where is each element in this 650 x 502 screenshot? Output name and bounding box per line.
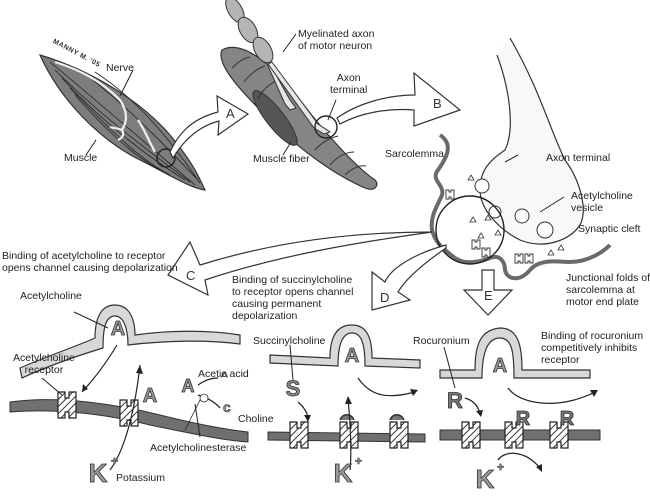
fiber-nucleus <box>252 90 298 146</box>
nerve-membrane-d <box>269 324 421 369</box>
roc-glyph-bound-2: R <box>560 408 575 430</box>
ach-glyph-e: A <box>493 355 507 377</box>
muscle-striations <box>49 61 201 186</box>
label-sarcolemma: Sarcolemma <box>385 148 444 160</box>
nerve-membrane-e <box>439 327 591 379</box>
leader-muscle <box>85 139 97 156</box>
ach-glyph-terminal: A <box>111 318 125 340</box>
myelinated-axon <box>225 0 274 64</box>
label-muscle: Muscle <box>64 152 98 164</box>
nerve-membrane-c <box>19 304 241 379</box>
arrow-label-b: B <box>433 96 442 111</box>
synapse-illustration <box>429 37 612 281</box>
nmj-highlight-circle-1 <box>156 148 176 168</box>
nmj-highlight-circle-2 <box>314 115 338 139</box>
label-junctional-folds: Junctional folds of sarcolemma at motor … <box>566 272 650 308</box>
label-axon-terminal: Axon terminal <box>546 152 611 164</box>
arrow-b <box>336 71 462 127</box>
ach-receptor-1 <box>57 391 77 419</box>
ach-vesicles <box>474 178 554 239</box>
arrow-label-e: E <box>484 288 493 303</box>
potassium-glyph-c: K <box>89 458 108 488</box>
succ-glyph-bound-2 <box>389 414 405 421</box>
label-succinylcholine: Succinylcholine <box>253 335 326 347</box>
panel-c-acetylcholine: A A A ^ c K + <box>9 304 249 488</box>
acetic-acid-glyph: ^ <box>221 369 228 383</box>
caption-panel-e: Binding of rocuronium competitively inhi… <box>541 330 644 366</box>
receptor-d-2 <box>339 421 359 449</box>
muscle-fiber-illustration <box>220 0 378 190</box>
ach-molecules-cleft <box>467 174 565 256</box>
receptor-d-3 <box>389 421 409 449</box>
ach-glyph-hydrolyzed: A <box>182 376 195 396</box>
muscle-illustration <box>38 54 207 191</box>
arrow-label-a: A <box>226 106 235 121</box>
panel-d-succinylcholine: A S K + <box>267 324 426 488</box>
choline-glyph: c <box>223 399 231 415</box>
arrow-label-c: C <box>186 268 196 283</box>
nerve-branches <box>54 60 156 153</box>
label-nerve: Nerve <box>106 62 135 74</box>
arrow-label-d: D <box>380 290 390 305</box>
label-acetic-acid: Acetic acid <box>198 368 249 380</box>
plus-glyph-e: + <box>497 460 504 474</box>
label-myelinated-axon: Myelinated axon of motor neuron <box>298 28 375 52</box>
arrow-a <box>169 94 250 160</box>
ach-receptor-2 <box>119 399 139 427</box>
label-ach-vesicle: Acetylcholine vesicle <box>571 190 633 214</box>
leader-nerve <box>119 69 134 97</box>
plus-glyph-d: + <box>355 454 362 468</box>
potassium-glyph-d: K <box>334 458 353 488</box>
label-acetylcholinesterase: Acetylcholinesterase <box>150 442 247 454</box>
label-rocuronium: Rocuronium <box>413 335 470 347</box>
nmj-highlight-circle-3 <box>435 195 505 265</box>
ach-glyph-d: A <box>345 345 359 367</box>
potassium-glyph-e: K <box>476 464 495 494</box>
label-ach-receptor: Acetylcholine receptor <box>13 352 75 376</box>
caption-panel-c: Binding of acetylcholine to receptor ope… <box>2 250 178 274</box>
label-acetylcholine: Acetylcholine <box>20 290 82 302</box>
roc-glyph-free: R <box>447 388 463 413</box>
ach-glyph-bound: A <box>143 385 157 407</box>
panel-e-rocuronium: A R R R K + <box>439 327 601 494</box>
succ-glyph-free: S <box>286 376 301 401</box>
label-choline: Choline <box>238 413 274 425</box>
arrow-d <box>371 244 447 311</box>
roc-glyph-bound-1: R <box>516 408 531 430</box>
succ-glyph-bound-1 <box>339 414 355 421</box>
arrow-e <box>462 269 514 316</box>
plus-glyph-c: + <box>111 454 118 468</box>
label-axon-terminal-small: Axon terminal <box>330 72 368 96</box>
label-potassium: Potassium <box>116 472 166 484</box>
receptor-d-1 <box>289 421 309 449</box>
receptor-e-1 <box>461 421 481 449</box>
axon-terminal-body <box>479 37 584 245</box>
sarcolemma-band <box>429 133 612 281</box>
label-muscle-fiber: Muscle fiber <box>253 153 310 165</box>
muscle-body <box>38 54 207 191</box>
caption-panel-d: Binding of succinylcholine to receptor o… <box>232 274 354 322</box>
arrow-c <box>167 231 433 297</box>
axon-terminal-branches <box>267 61 332 135</box>
label-synaptic-cleft: Synaptic cleft <box>578 223 641 235</box>
